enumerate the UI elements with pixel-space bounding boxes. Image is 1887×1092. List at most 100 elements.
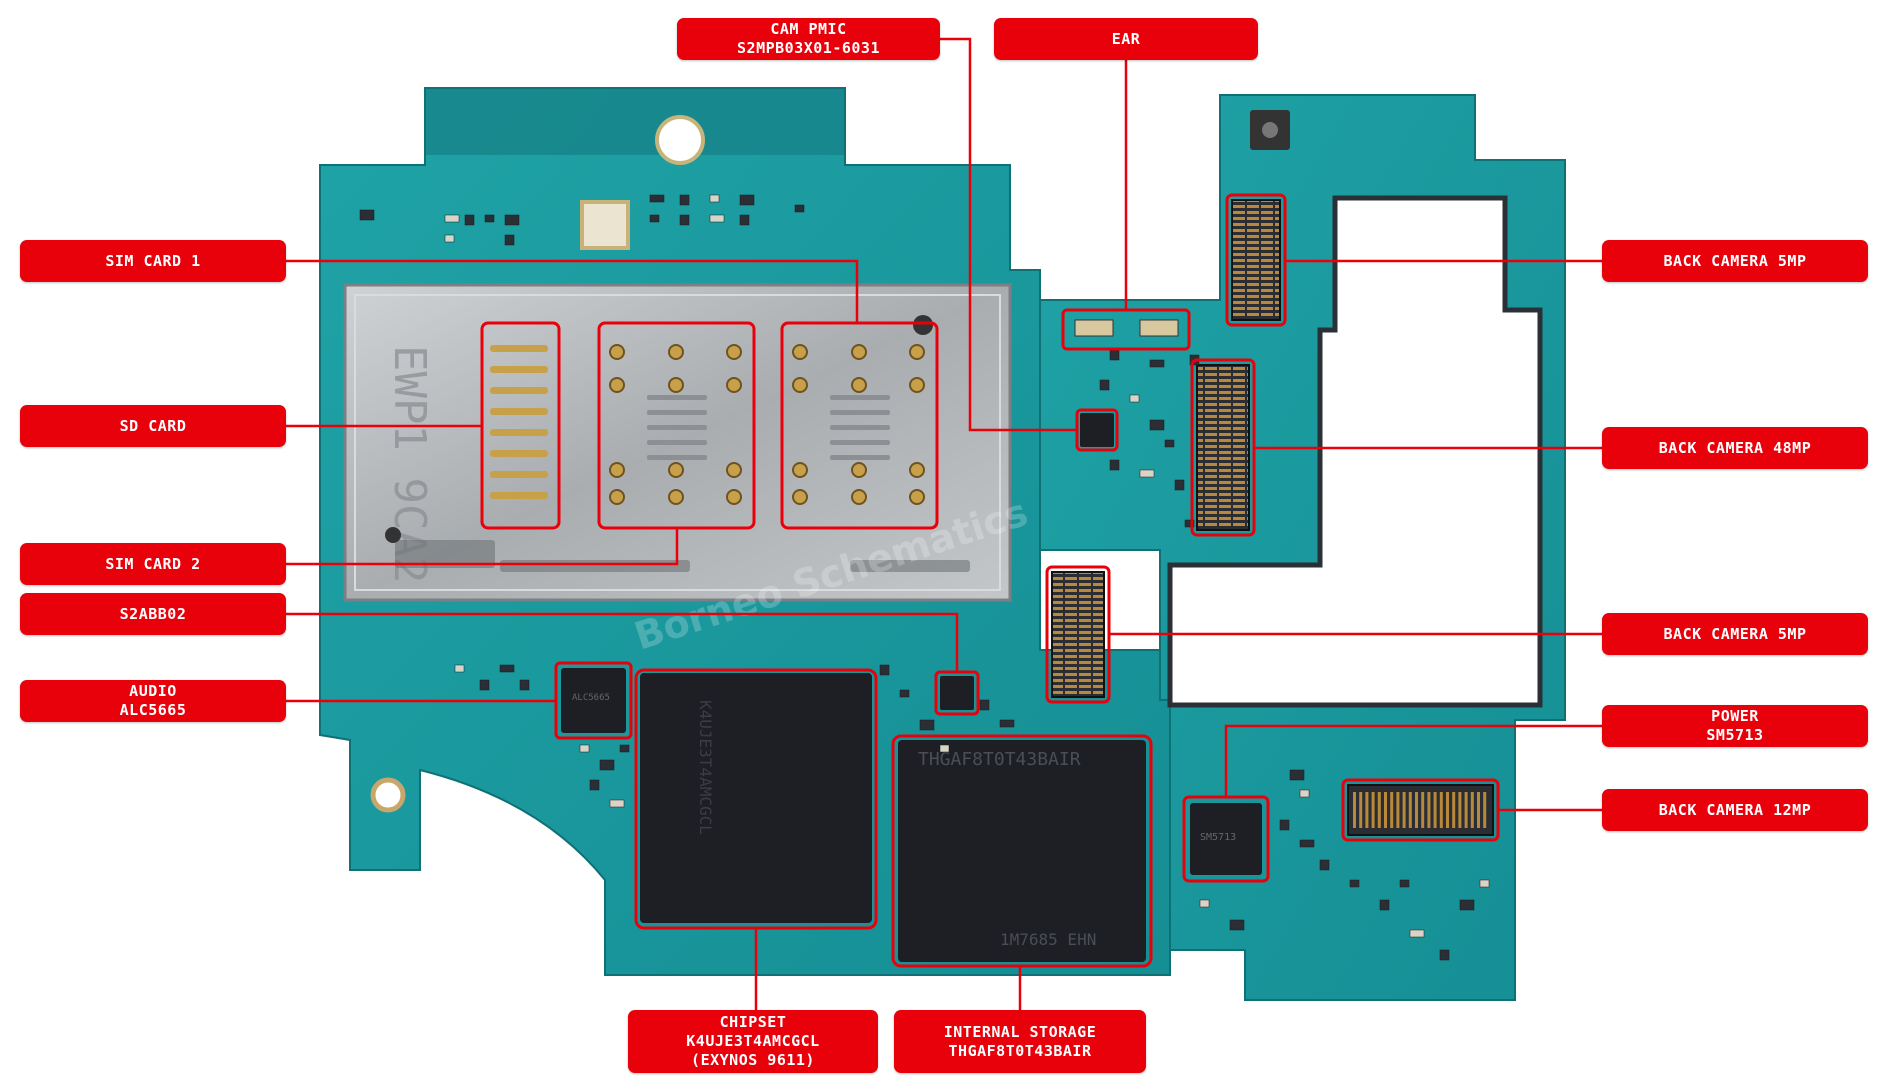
smd-part [1149,359,1165,368]
sim-contact [668,462,684,478]
connector-pin [1353,792,1356,828]
connector-pin [1371,792,1375,828]
label-chipset: CHIPSET K4UJE3T4AMCGCL (EXYNOS 9611) [628,1010,878,1073]
smd-part [1349,879,1360,888]
smd-part [1319,859,1330,871]
chipset-chip: K4UJE3T4AMCGCL [640,673,872,923]
connector-pin [1458,792,1462,828]
connector-pin [1452,792,1456,828]
smd-part [1109,459,1120,471]
label-sim-card-1-line-1: SIM CARD 1 [105,251,201,270]
connector-pin [1439,792,1443,828]
highlight-sim-card-1 [780,321,939,530]
sd-pin [490,450,548,457]
sim-contact [909,489,925,505]
sim-contact [609,377,625,393]
connector-pin [1396,792,1400,828]
smd-part [919,719,935,731]
smd-part [709,194,720,203]
smd-part [579,744,590,753]
sim-spring [647,455,707,460]
sd-pin [490,366,548,373]
smd-part [609,799,625,808]
smd-part [999,719,1015,728]
smd-part [1139,469,1155,478]
smd-part [359,209,375,221]
label-audio-line-2: ALC5665 [119,701,187,719]
sim-contact [851,489,867,505]
smd-part [1109,349,1120,361]
connector-pin [1415,792,1418,828]
connector-back-camera-5mp-bottom [1051,571,1105,698]
leader-lines [286,37,1602,1010]
audio-marking: ALC5665 [572,693,610,703]
sd-pin [490,345,548,352]
connector-pin [1433,792,1437,828]
smd-part [1409,929,1425,938]
ear-pads [1074,319,1179,337]
sim-contact [851,377,867,393]
storage-marking-2: 1M7685 EHN [1000,930,1096,949]
label-internal-storage-line-2: THGAF8T0T43BAIR [948,1041,1092,1060]
smd-part [504,214,520,226]
label-audio-line-1: AUDIO [129,682,177,700]
smd-part [504,234,515,246]
smd-part [1279,819,1290,831]
sim-contact [792,377,808,393]
sd-pin [490,429,548,436]
smd-part [679,214,690,226]
sim-contact [609,344,625,360]
audio-chip: ALC5665 [561,668,626,733]
smd-part [619,744,630,753]
sim-contact [792,489,808,505]
label-sim-card-1: SIM CARD 1 [20,240,286,282]
connector-pin [1421,792,1425,828]
sim-spring [830,395,890,400]
leader-power [1224,724,1602,797]
smd-part [1174,479,1185,491]
label-sim-card-2-line-1: SIM CARD 2 [105,554,201,573]
label-cam-pmic-line-1: CAM PMIC [770,20,847,38]
smd-part [899,689,910,698]
smd-part [479,679,490,691]
sim-contact [851,462,867,478]
sim-contact [726,377,742,393]
sd-pin [490,471,548,478]
label-s2abb02-line-1: S2ABB02 [119,604,187,623]
smd-part [499,664,515,673]
label-chipset-line-3: (EXYNOS 9611) [691,1051,815,1069]
label-sd-card: SD CARD [20,405,286,447]
label-back-camera-5mp-top: BACK CAMERA 5MP [1602,240,1868,282]
smd-part [1099,379,1110,391]
smd-part [979,699,990,711]
smd-part [519,679,530,691]
connector-pin [1359,792,1363,828]
label-internal-storage-line-1: INTERNAL STORAGE [943,1022,1097,1041]
cam-pmic-chip [1080,413,1114,447]
sim-contact [609,462,625,478]
label-chipset-line-2: K4UJE3T4AMCGCL [686,1032,820,1050]
connector-pin [1483,792,1487,828]
sim-spring [647,395,707,400]
smd-part [1379,899,1390,911]
connector-pin [1402,792,1406,828]
connector-pin [1427,792,1431,828]
smd-part [1229,919,1245,931]
smd-part [1184,519,1195,528]
label-back-camera-12mp-line-1: BACK CAMERA 12MP [1658,800,1812,819]
sim-contact [909,462,925,478]
sd-pin [490,387,548,394]
smd-part [649,214,660,223]
power-marking: SM5713 [1200,832,1236,843]
sim-contact [668,489,684,505]
connector-back-camera-5mp-top [1231,199,1281,321]
label-audio: AUDIO ALC5665 [20,680,286,722]
sim-contact [668,377,684,393]
leader-sim-card-1 [286,259,859,323]
sim-spring [647,425,707,430]
smd-part [1439,949,1450,961]
sim-spring [830,425,890,430]
connector-pin [1365,792,1369,828]
